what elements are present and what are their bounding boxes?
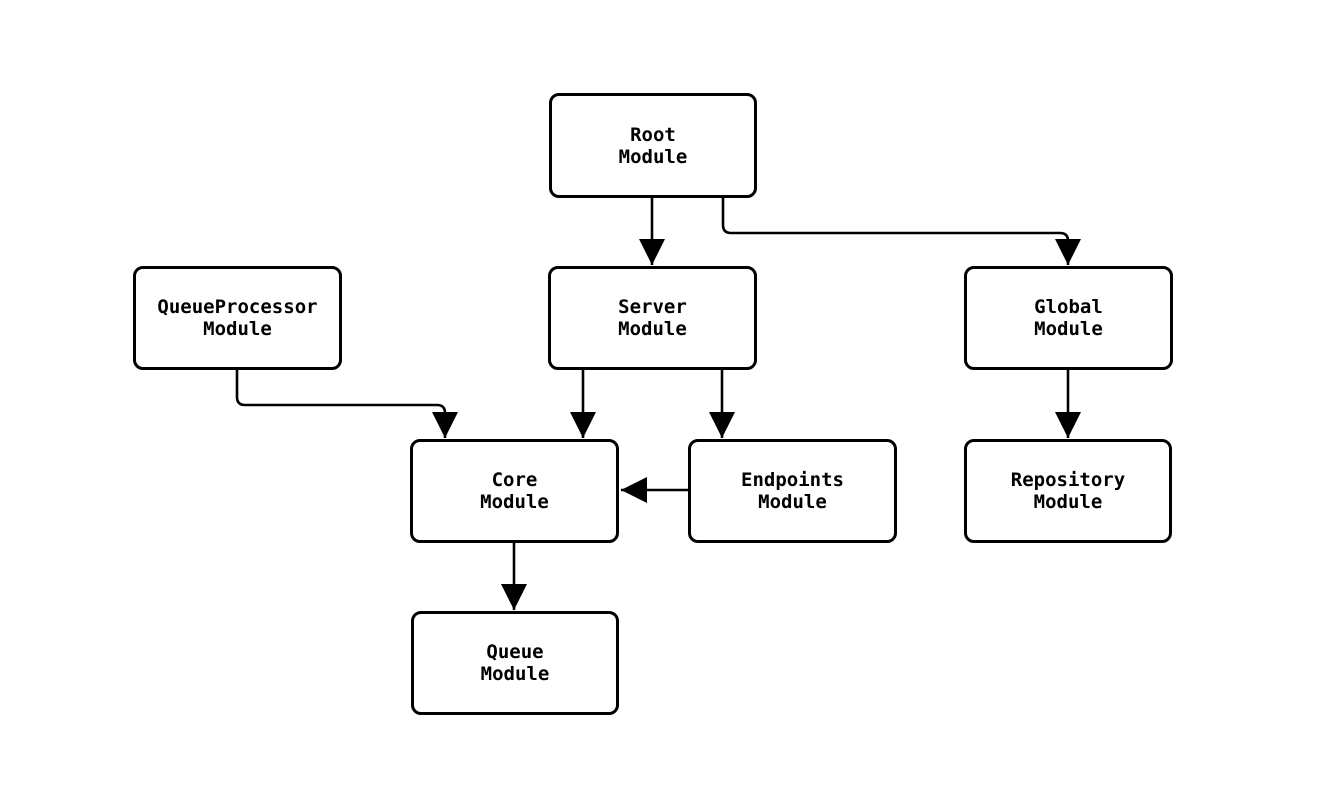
edge-queueprocessor-to-core	[235, 370, 458, 438]
node-server-label-line1: Server	[618, 296, 687, 318]
node-queueprocessor-label-line1: QueueProcessor	[157, 296, 318, 318]
node-root-label-line1: Root	[630, 123, 676, 146]
node-queueprocessor-label-line2: Module	[203, 318, 272, 340]
node-queue-label-line1: Queue	[486, 641, 544, 663]
node-queue: Queue Module	[411, 611, 619, 715]
node-repository-label-line1: Repository	[1010, 469, 1126, 491]
node-root: Root Module	[549, 93, 757, 198]
node-root-label-line2: Module	[618, 145, 688, 168]
node-server-label-line2: Module	[618, 318, 687, 340]
node-endpoints: Endpoints Module	[688, 439, 897, 543]
node-server: Server Module	[548, 266, 757, 370]
node-endpoints-label-line1: Endpoints	[741, 469, 844, 491]
node-queueprocessor: QueueProcessor Module	[133, 266, 342, 370]
node-core: Core Module	[410, 439, 619, 543]
edges-group	[235, 197, 1081, 610]
node-core-label-line1: Core	[491, 469, 538, 491]
node-core-label-line2: Module	[480, 491, 549, 513]
node-repository-label-line2: Module	[1033, 491, 1103, 513]
node-global-label-line2: Module	[1034, 318, 1103, 340]
node-global-label-line1: Global	[1034, 296, 1103, 318]
node-global: Global Module	[964, 266, 1173, 370]
edge-root-to-global	[721, 197, 1081, 265]
node-repository: Repository Module	[964, 439, 1172, 543]
node-queue-label-line2: Module	[480, 663, 550, 685]
node-endpoints-label-line2: Module	[758, 491, 827, 513]
